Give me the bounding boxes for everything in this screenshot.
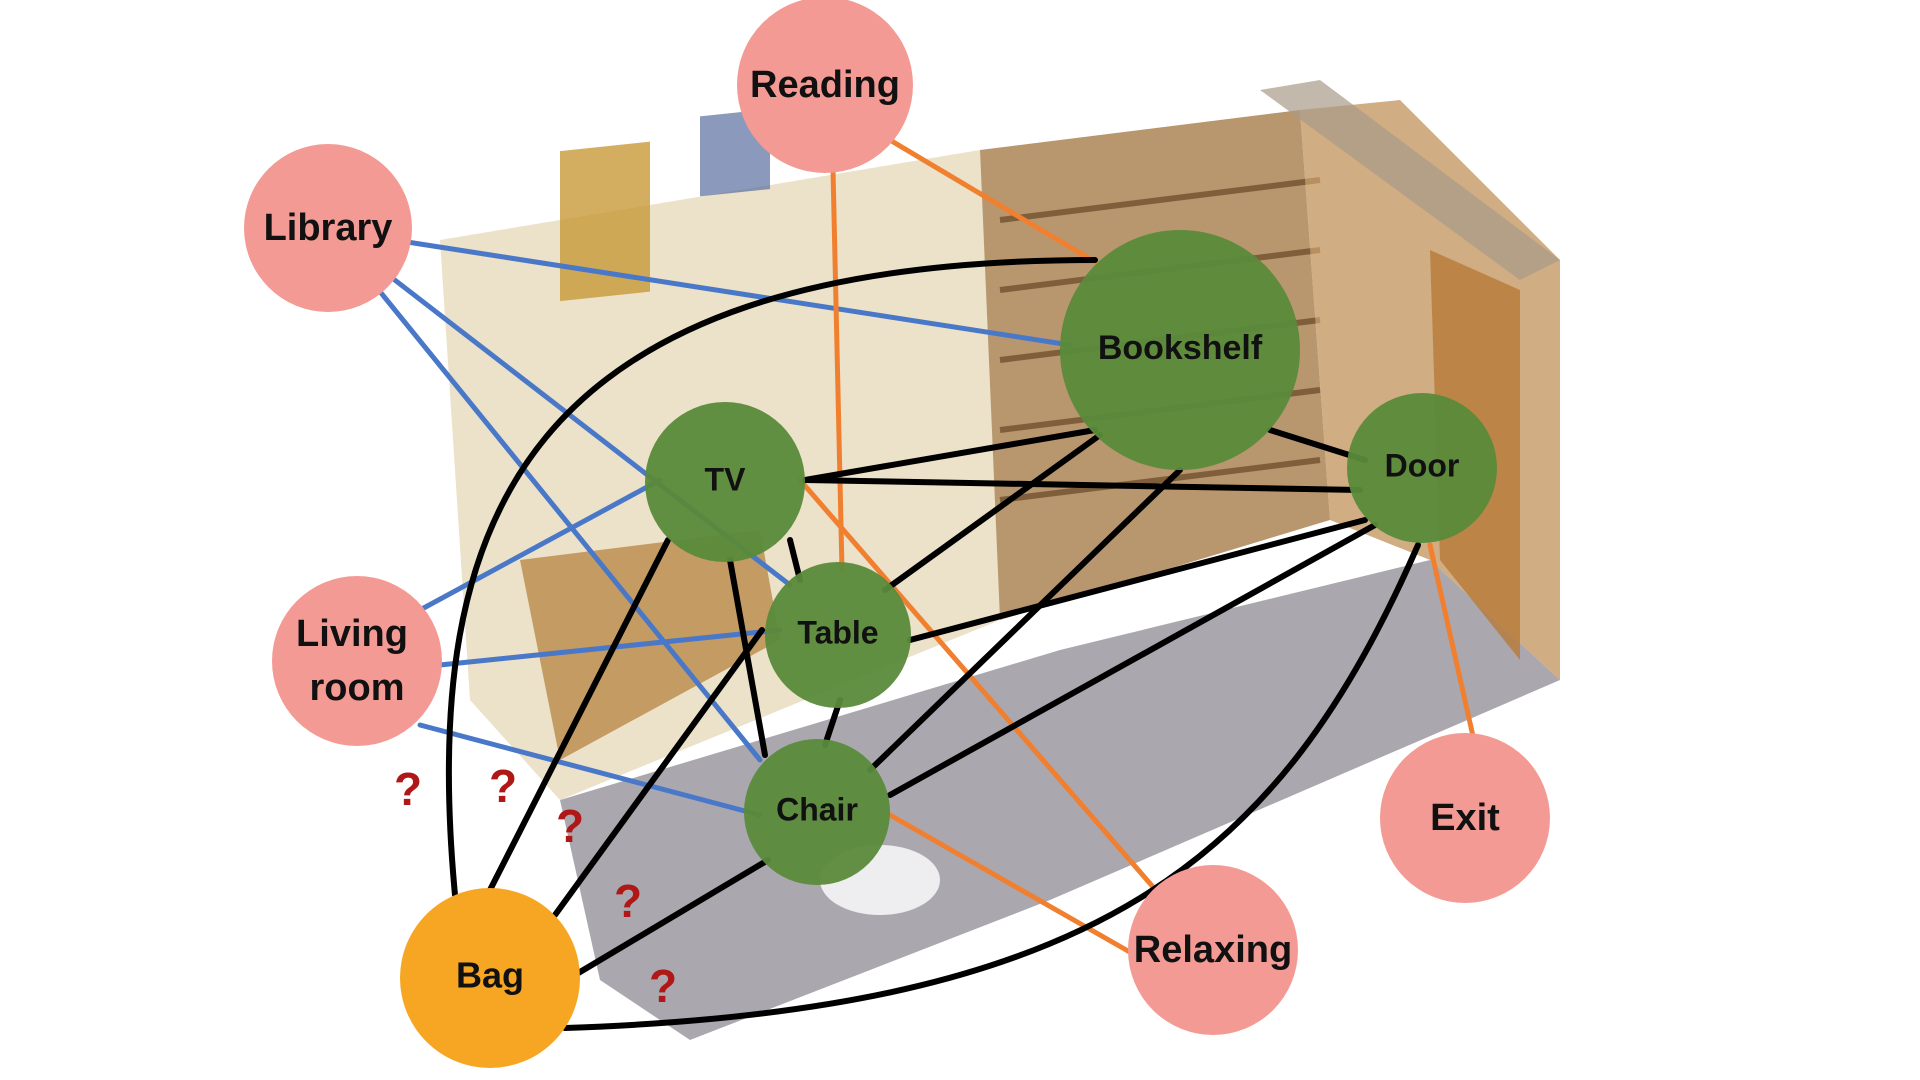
concept-nodes: Reading Library Living room Relaxing Exi… [244, 0, 1550, 1035]
node-exit[interactable]: Exit [1380, 733, 1550, 903]
node-tv[interactable]: TV [645, 402, 805, 562]
node-living-room-label-line1: Living [296, 613, 408, 655]
edge-reading-bookshelf [887, 137, 1103, 268]
edge-exit-door [1427, 542, 1478, 748]
node-living-room-circle [272, 576, 442, 746]
node-bookshelf-label: Bookshelf [1098, 329, 1263, 367]
edge-tv-chair [727, 557, 768, 758]
node-library[interactable]: Library [244, 144, 412, 312]
node-library-label: Library [264, 207, 393, 249]
node-chair-circle [744, 739, 890, 885]
node-tv-circle [645, 402, 805, 562]
question-mark: ? [649, 960, 677, 1012]
node-reading-circle [737, 0, 913, 173]
node-bookshelf-circle [1060, 230, 1300, 470]
edge-bag-bookshelf [445, 257, 1098, 898]
room-point-cloud-background [440, 80, 1560, 1040]
edge-library-chair [327, 227, 763, 763]
edge-livingroom-tv [417, 477, 663, 613]
unknown-relation-marks: ? ? ? ? ? [394, 760, 677, 1012]
edge-bookshelf-chair [867, 467, 1183, 773]
edge-bag-door [562, 542, 1421, 1031]
edge-chair-door [887, 522, 1378, 798]
edge-bookshelf-table [882, 432, 1103, 593]
node-living-room-label-line2: room [310, 667, 405, 709]
node-library-circle [244, 144, 412, 312]
node-bookshelf[interactable]: Bookshelf [1060, 230, 1300, 470]
node-table[interactable]: Table [765, 562, 911, 708]
edge-bag-tv [487, 537, 671, 893]
question-mark: ? [556, 800, 584, 852]
edge-livingroom-chair [417, 722, 763, 818]
edge-reading-table [830, 167, 845, 573]
node-tv-label: TV [705, 461, 747, 497]
edge-bag-table [552, 627, 765, 918]
node-reading-label: Reading [750, 64, 900, 106]
edge-tv-door [802, 477, 1363, 493]
edge-tv-bookshelf [802, 427, 1098, 483]
node-relaxing[interactable]: Relaxing [1128, 865, 1298, 1035]
room-ceiling-edge [1260, 80, 1560, 280]
node-bag[interactable]: Bag [400, 888, 580, 1068]
node-table-circle [765, 562, 911, 708]
node-table-label: Table [797, 614, 878, 650]
node-living-room[interactable]: Living room [272, 576, 442, 746]
edges-reading [830, 137, 1103, 573]
edge-table-door [907, 517, 1368, 643]
node-exit-label: Exit [1430, 797, 1500, 839]
room-floor [560, 560, 1560, 1040]
question-mark: ? [394, 763, 422, 815]
edges-exit [1427, 542, 1478, 748]
node-relaxing-circle [1128, 865, 1298, 1035]
edge-relaxing-tv [797, 477, 1163, 898]
node-reading[interactable]: Reading [737, 0, 913, 173]
node-door-circle [1347, 393, 1497, 543]
node-exit-circle [1380, 733, 1550, 903]
node-chair-label: Chair [776, 791, 858, 827]
room-poster [560, 141, 650, 302]
question-mark: ? [489, 760, 517, 812]
node-bag-circle [400, 888, 580, 1068]
question-mark: ? [614, 875, 642, 927]
edge-relaxing-chair [887, 812, 1138, 958]
node-chair[interactable]: Chair [744, 739, 890, 885]
node-door[interactable]: Door [1347, 393, 1497, 543]
edge-bag-chair [572, 857, 771, 978]
object-nodes: Bookshelf TV Table Chair Door [645, 230, 1497, 885]
node-door-label: Door [1385, 447, 1460, 483]
node-bag-label: Bag [456, 955, 524, 996]
edge-tv-table [787, 537, 803, 583]
edge-library-bookshelf [327, 227, 1073, 348]
node-relaxing-label: Relaxing [1134, 929, 1292, 971]
edges-relaxing [797, 477, 1163, 958]
